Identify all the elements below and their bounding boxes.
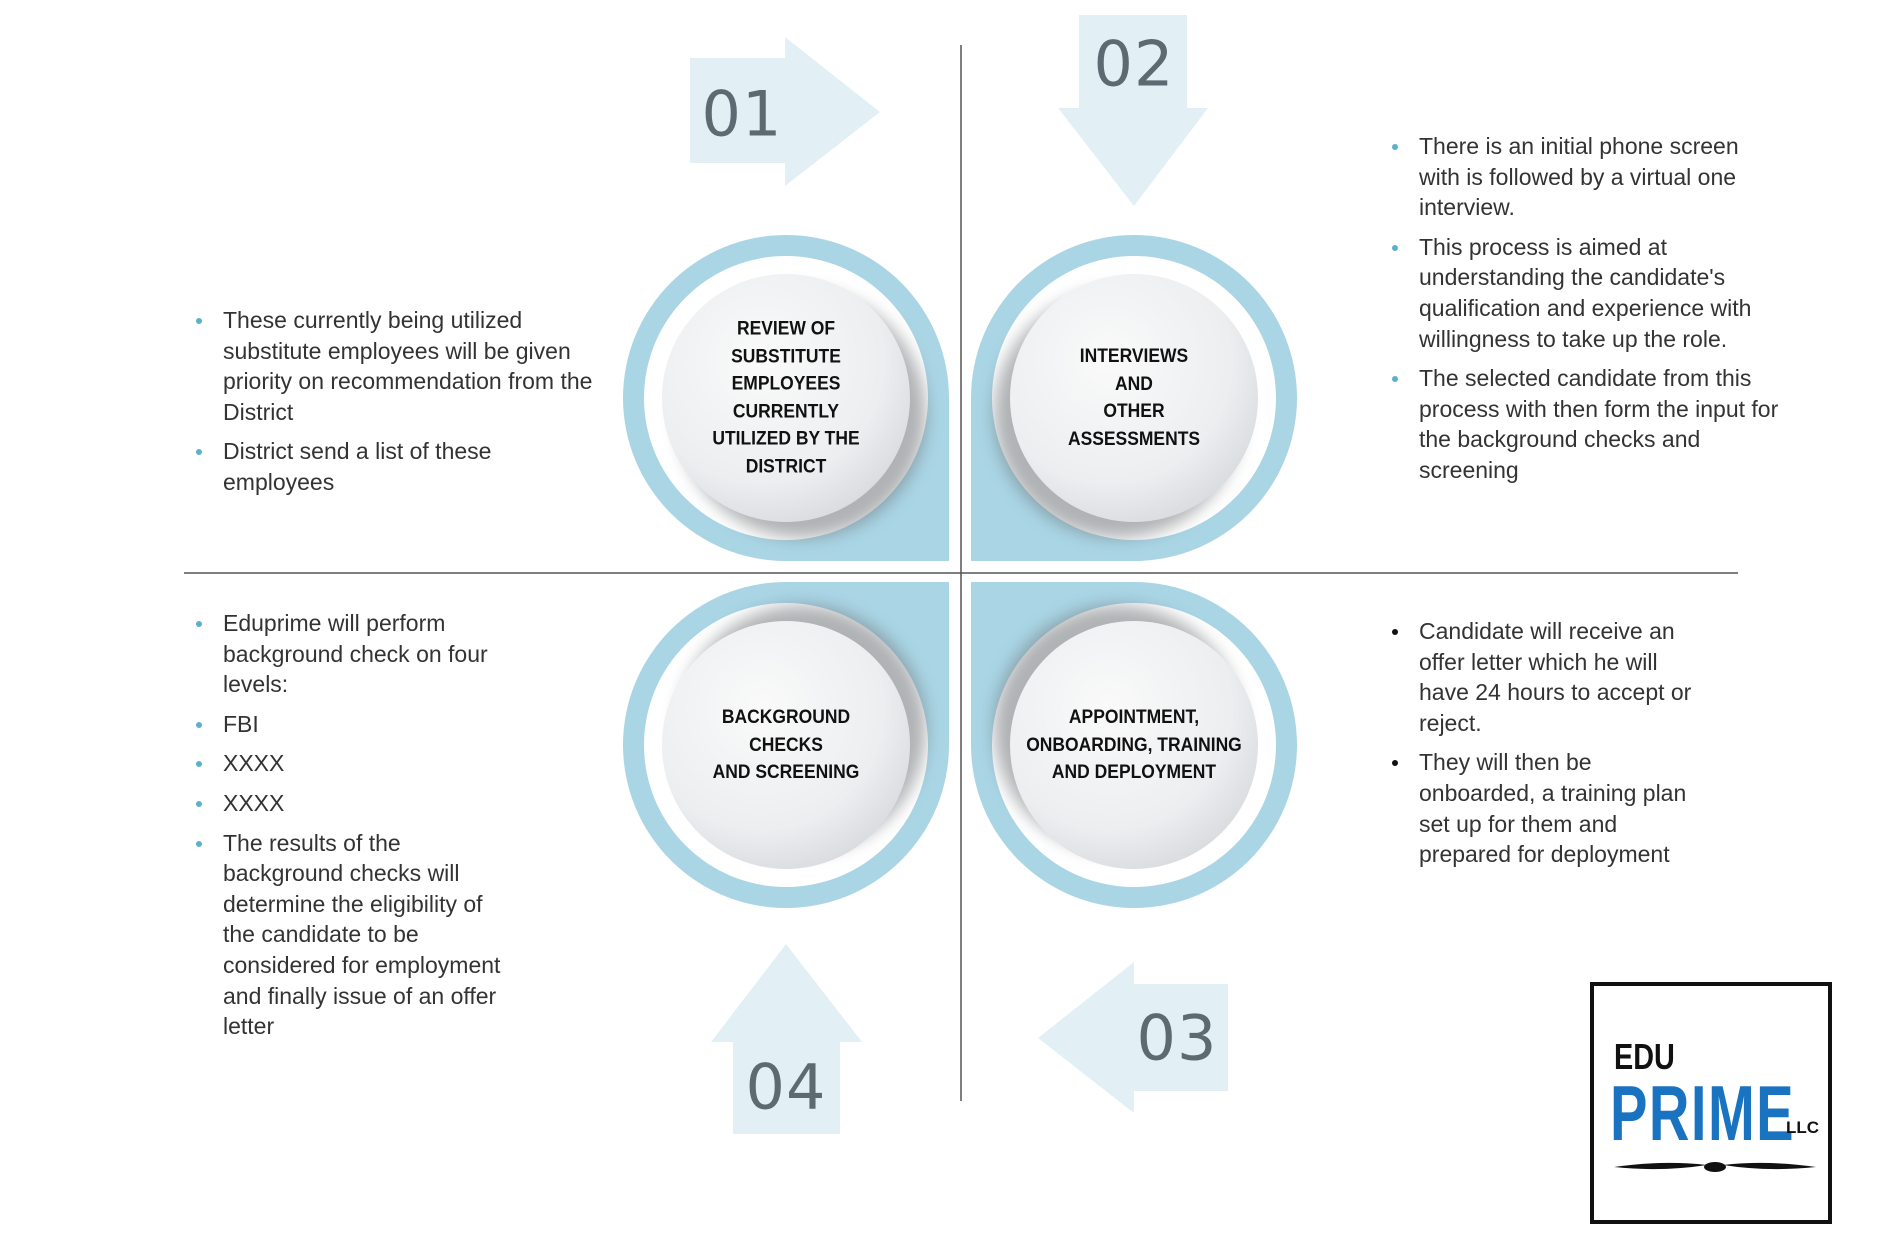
arrow-04-up xyxy=(711,944,862,1134)
step-04-bullets: Eduprime will perform background check o… xyxy=(196,608,516,1051)
step-number-03: 03 xyxy=(1136,1001,1218,1075)
step-title-appointment: APPOINTMENT, ONBOARDING, TRAINING AND DEPL… xyxy=(1004,704,1264,787)
circle-badge-background xyxy=(623,582,949,908)
bullet-item: There is an initial phone screen with is… xyxy=(1392,131,1782,223)
bullet-item: Candidate will receive an offer letter w… xyxy=(1392,616,1712,738)
step-title-interviews: INTERVIEWS AND OTHER ASSESSMENTS xyxy=(1014,343,1254,453)
bullet-item: The results of the background checks wil… xyxy=(196,828,516,1042)
step-number-02: 02 xyxy=(1093,27,1175,101)
logo-llc: LLC xyxy=(1786,1118,1820,1137)
title-line: OTHER xyxy=(1103,401,1165,422)
title-line: BACKGROUND xyxy=(721,706,851,728)
step-title-review: REVIEW OF SUBSTITUTE EMPLOYEES CURRENTLY UTI… xyxy=(666,316,906,481)
bullet-item: FBI xyxy=(196,709,516,740)
logo-swoosh-icon xyxy=(1614,1162,1816,1172)
bullet-item: The selected candidate from this process… xyxy=(1392,363,1782,485)
title-line: SUBSTITUTE xyxy=(731,346,841,367)
bullet-item: Eduprime will perform background check o… xyxy=(196,608,516,700)
arrow-02-down xyxy=(1058,15,1208,206)
bullet-item: XXXX xyxy=(196,748,516,779)
title-line: EMPLOYEES xyxy=(731,373,841,395)
step-02-bullets: There is an initial phone screen with is… xyxy=(1392,131,1782,495)
circle-badge-appointment xyxy=(971,582,1297,908)
bullet-item: They will then be onboarded, a training … xyxy=(1392,747,1712,869)
bullet-item: This process is aimed at understanding t… xyxy=(1392,232,1782,354)
eduprime-logo: EDU PRIME LLC xyxy=(1590,982,1832,1224)
arrow-01-right xyxy=(690,37,880,186)
step-number-04: 04 xyxy=(745,1050,827,1124)
title-line: AND DEPLOYMENT xyxy=(1051,761,1217,783)
title-line: UTILIZED BY THE xyxy=(712,428,860,450)
step-title-background: BACKGROUND CHECKS AND SCREENING xyxy=(666,704,906,787)
title-line: AND xyxy=(1115,373,1153,395)
arrow-03-left xyxy=(1038,962,1228,1113)
circle-badge-interviews xyxy=(971,235,1297,561)
title-line: APPOINTMENT, xyxy=(1068,706,1200,728)
step-01-bullets: These currently being utilized substitut… xyxy=(196,305,601,507)
step-03-bullets: Candidate will receive an offer letter w… xyxy=(1392,616,1712,879)
title-line: ONBOARDING, TRAINING xyxy=(1026,734,1242,756)
title-line: ASSESSMENTS xyxy=(1067,428,1201,450)
circle-badge-review xyxy=(623,235,949,561)
bullet-item: XXXX xyxy=(196,788,516,819)
bullet-item: District send a list of these employees xyxy=(196,436,601,497)
title-line: CURRENTLY xyxy=(732,401,840,422)
logo-edu: EDU xyxy=(1614,1036,1675,1077)
title-line: CHECKS xyxy=(749,734,823,756)
logo-prime: PRIME xyxy=(1610,1069,1796,1157)
title-line: REVIEW OF xyxy=(736,318,836,340)
title-line: AND SCREENING xyxy=(712,761,860,783)
title-line: INTERVIEWS xyxy=(1079,346,1189,367)
title-line: DISTRICT xyxy=(745,456,827,477)
bullet-item: These currently being utilized substitut… xyxy=(196,305,601,427)
step-number-01: 01 xyxy=(701,77,783,151)
